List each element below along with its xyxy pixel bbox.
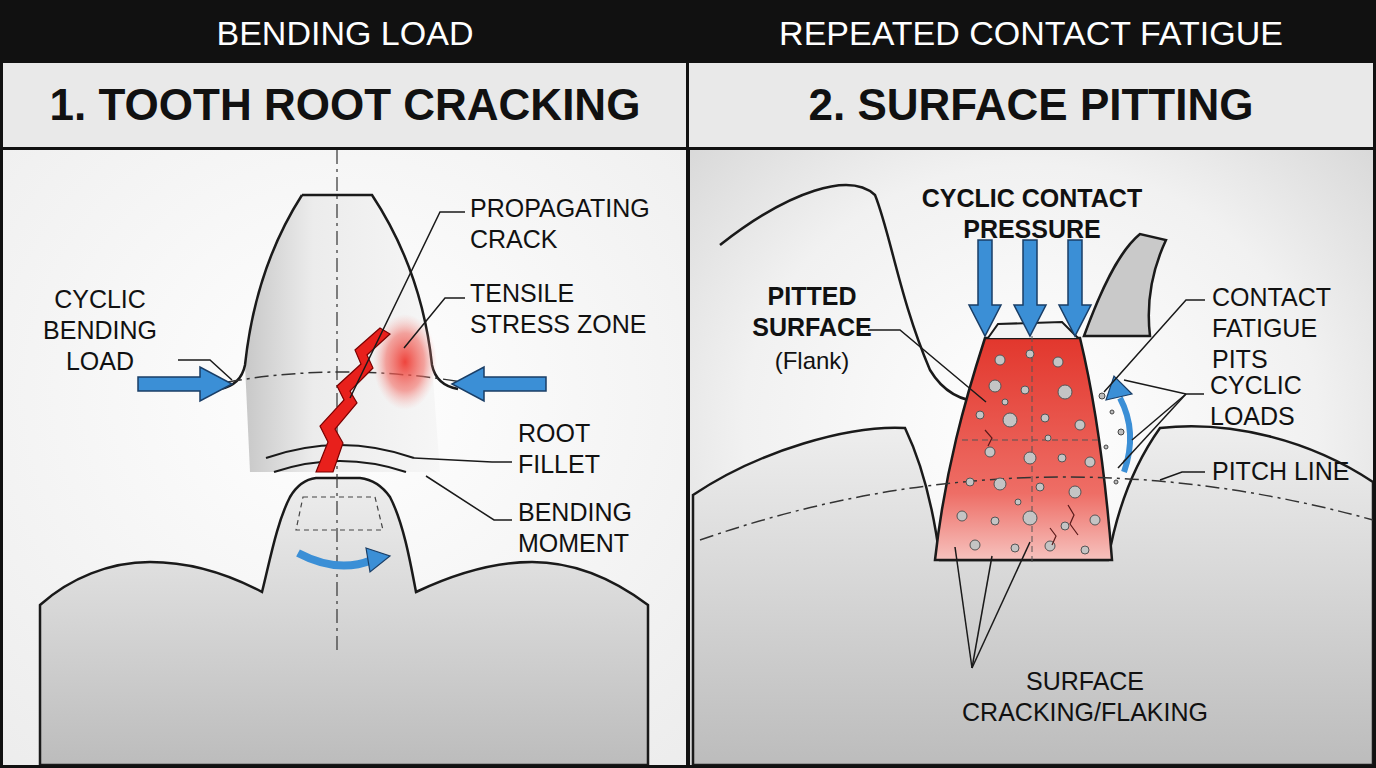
leader-line bbox=[1132, 394, 1186, 440]
mating-gear bbox=[40, 478, 648, 765]
leader-line bbox=[1124, 380, 1204, 394]
pit bbox=[1090, 515, 1100, 525]
flake-particle bbox=[1114, 480, 1118, 484]
pit bbox=[1003, 413, 1017, 427]
callout-label: PITCH LINE bbox=[1212, 456, 1372, 487]
moment-arrow bbox=[298, 553, 372, 566]
pit bbox=[1015, 499, 1021, 505]
leader-line bbox=[1160, 472, 1205, 480]
pit bbox=[1024, 452, 1036, 464]
pit bbox=[1041, 414, 1049, 422]
panel-header: REPEATED CONTACT FATIGUE bbox=[689, 3, 1373, 63]
callout-label: CYCLIC LOADS bbox=[1210, 370, 1325, 432]
panel-background bbox=[689, 146, 1373, 765]
callout-label: TENSILE STRESS ZONE bbox=[470, 278, 670, 340]
pit bbox=[1061, 522, 1069, 530]
leader-line bbox=[1118, 394, 1186, 468]
pit bbox=[1045, 435, 1051, 441]
surface-crack bbox=[985, 430, 992, 446]
pit bbox=[1075, 420, 1085, 430]
pitch-line bbox=[700, 477, 1373, 540]
pit bbox=[1058, 385, 1072, 399]
leader-line bbox=[426, 476, 512, 520]
panel-background bbox=[3, 146, 687, 765]
pit bbox=[1081, 546, 1089, 554]
pit bbox=[1023, 511, 1037, 525]
leader-line bbox=[972, 556, 992, 668]
callout-label: PROPAGATING CRACK bbox=[470, 193, 670, 255]
pit bbox=[994, 478, 1006, 490]
center-line bbox=[336, 150, 337, 650]
leader-line bbox=[404, 298, 465, 348]
callout-label: CONTACT FATIGUE PITS bbox=[1212, 282, 1362, 375]
pit bbox=[1011, 544, 1019, 552]
pit bbox=[1069, 486, 1081, 498]
load-arrow bbox=[138, 367, 232, 401]
callout-label: SURFACE CRACKING/FLAKING bbox=[940, 666, 1230, 728]
tensile-stress-zone bbox=[373, 314, 437, 410]
callout-label: BENDING MOMENT bbox=[518, 497, 678, 559]
flake-particle bbox=[1104, 445, 1108, 449]
center-line bbox=[962, 440, 1100, 441]
surface-crack bbox=[1068, 505, 1078, 535]
pit bbox=[1053, 357, 1063, 367]
mating-tooth bbox=[1084, 234, 1166, 336]
panel-header: BENDING LOAD bbox=[3, 3, 687, 63]
panel-subheader: 2. SURFACE PITTING bbox=[689, 63, 1373, 150]
pit bbox=[1026, 350, 1034, 358]
pit bbox=[1085, 457, 1095, 467]
pit bbox=[989, 380, 1001, 392]
pit bbox=[1058, 454, 1066, 462]
pitted-tooth bbox=[935, 338, 1112, 560]
pressure-arrow bbox=[1059, 240, 1091, 336]
flake-particle bbox=[1118, 429, 1124, 435]
pit bbox=[970, 540, 980, 550]
hidden-outline bbox=[296, 497, 383, 530]
surface-crack bbox=[1050, 528, 1056, 545]
tooth-outline bbox=[220, 195, 302, 389]
panel-subheader: 1. TOOTH ROOT CRACKING bbox=[3, 63, 687, 150]
flake-particle bbox=[1099, 393, 1105, 399]
leader-line bbox=[955, 547, 972, 668]
center-line bbox=[1032, 326, 1033, 562]
flake-particle bbox=[1110, 410, 1114, 414]
callout-label: CYCLIC CONTACT PRESSURE bbox=[897, 183, 1167, 245]
root-fillet-arc bbox=[274, 461, 406, 472]
mating-tooth-outline bbox=[720, 185, 985, 402]
pit bbox=[1021, 386, 1029, 394]
leader-line bbox=[350, 212, 465, 398]
callout-label: CYCLIC BENDING LOAD bbox=[15, 284, 185, 377]
pit bbox=[966, 478, 974, 486]
load-arrow bbox=[452, 367, 546, 401]
moment-arrow-head bbox=[366, 548, 390, 572]
leader-line bbox=[1104, 300, 1205, 392]
callout-label: PITTED SURFACE bbox=[737, 281, 887, 343]
callout-label: ROOT FILLET bbox=[518, 418, 643, 480]
propagating-crack bbox=[316, 328, 390, 472]
panel: REPEATED CONTACT FATIGUE2. SURFACE PITTI… bbox=[686, 0, 1376, 768]
pressure-arrow bbox=[1014, 240, 1046, 336]
leader-line bbox=[972, 542, 1030, 668]
leader-line bbox=[868, 330, 986, 402]
gear-tooth-body bbox=[245, 195, 440, 472]
panel: BENDING LOAD1. TOOTH ROOT CRACKING bbox=[0, 0, 690, 768]
leader-line bbox=[178, 360, 232, 380]
pit bbox=[976, 411, 984, 419]
pit bbox=[1036, 483, 1044, 491]
pit bbox=[995, 355, 1005, 365]
load-arrow-head bbox=[1106, 376, 1132, 400]
pressure-arrow bbox=[969, 240, 1001, 336]
pit bbox=[985, 447, 995, 457]
pit bbox=[1002, 399, 1008, 405]
leader-line bbox=[414, 458, 512, 462]
pit bbox=[991, 517, 999, 525]
pit bbox=[957, 511, 967, 521]
callout-label: (Flank) bbox=[737, 345, 887, 376]
